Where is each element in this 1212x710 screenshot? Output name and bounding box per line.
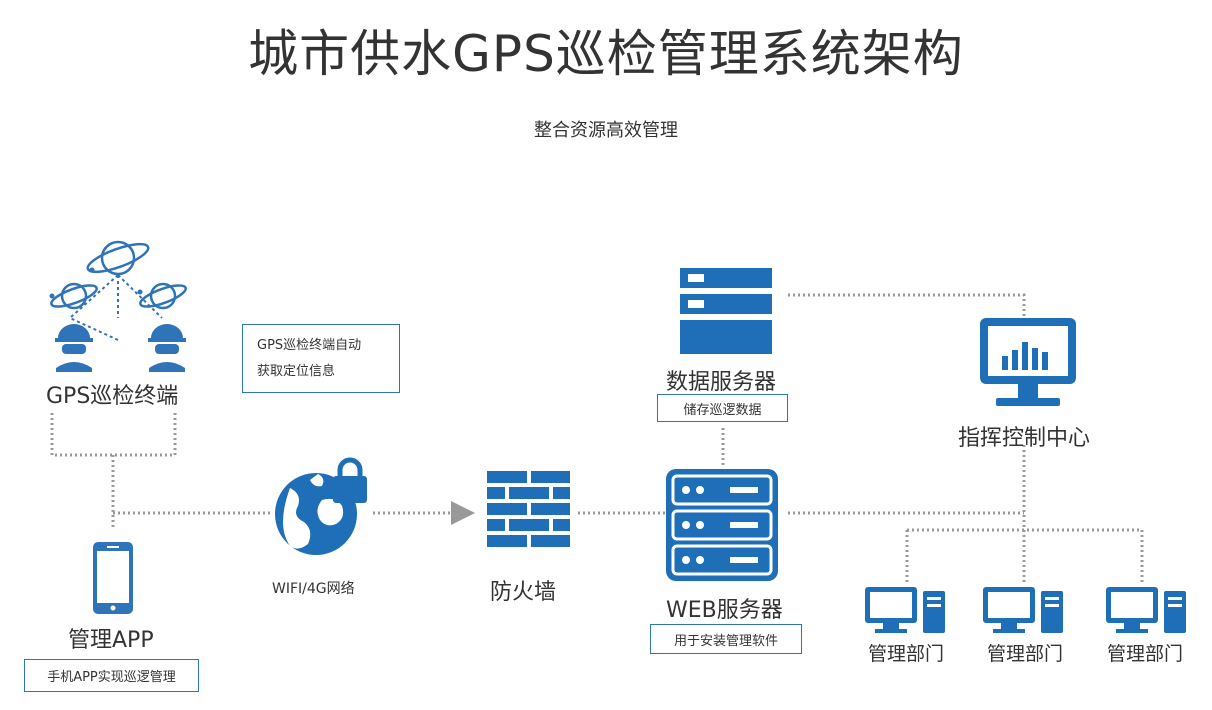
smartphone-icon: [93, 542, 133, 614]
firewall-label: 防火墙: [490, 580, 557, 605]
server-rack-icon: [680, 268, 772, 354]
command-center-label: 指挥控制中心: [958, 426, 1091, 451]
desktop-computer-icon: [983, 587, 1063, 633]
app-note-box: 手机APP实现巡逻管理: [24, 659, 199, 692]
department-label-1: 管理部门: [868, 643, 945, 665]
network-label: WIFI/4G网络: [272, 581, 355, 597]
line-data-to-command: [788, 293, 1026, 316]
data-server-label: 数据服务器: [666, 370, 777, 395]
connector-lines: [50, 293, 1144, 585]
desktop-computer-icon: [1106, 587, 1186, 633]
globe-lock-icon: [275, 457, 367, 555]
gps-note-line-2: 获取定位信息: [257, 363, 336, 379]
data-server-note-box: 储存巡逻数据: [657, 394, 788, 422]
gps-note-box: GPS巡检终端自动 获取定位信息: [242, 324, 400, 393]
server-icon: [666, 469, 778, 581]
web-server-label: WEB服务器: [666, 598, 783, 623]
gps-terminal-label: GPS巡检终端: [46, 384, 179, 409]
gps-note-line-1: GPS巡检终端自动: [257, 337, 362, 353]
page-title: 城市供水GPS巡检管理系统架构: [248, 25, 964, 83]
desktop-computer-icon: [865, 587, 945, 633]
line-terminal-bracket: [50, 413, 177, 457]
page-subtitle: 整合资源高效管理: [534, 120, 678, 141]
monitor-chart-icon: [980, 318, 1076, 406]
department-label-3: 管理部门: [1107, 643, 1184, 665]
department-label-2: 管理部门: [987, 643, 1064, 665]
brick-wall-icon: [487, 471, 570, 547]
web-server-note-box: 用于安装管理软件: [650, 624, 802, 654]
satellite-workers-icon: [49, 240, 187, 372]
app-label: 管理APP: [68, 628, 154, 653]
